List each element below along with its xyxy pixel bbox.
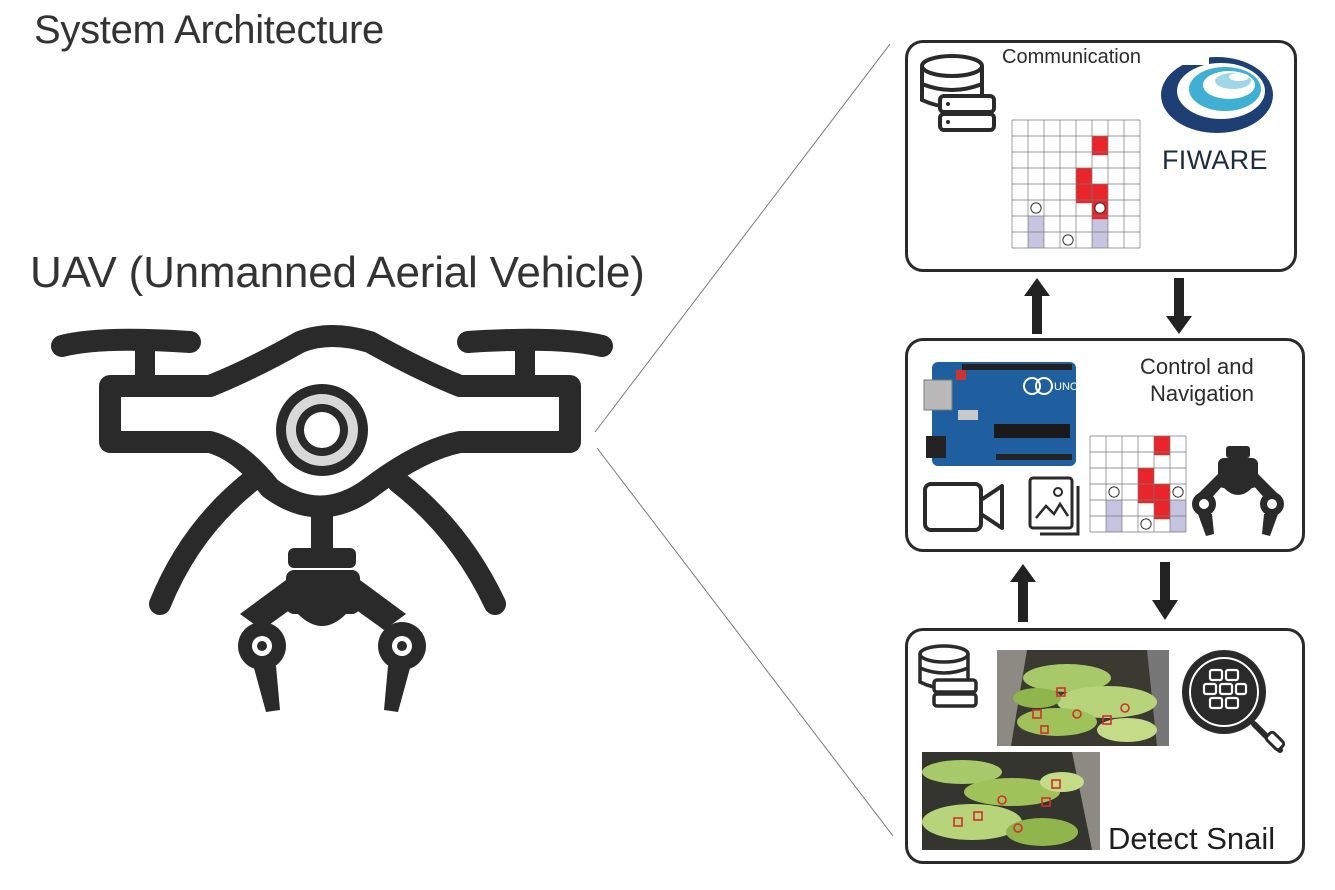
grid-map-communication <box>1011 119 1141 249</box>
database-icon <box>918 644 978 708</box>
grid-map-control <box>1089 435 1187 533</box>
snail-photo-top <box>997 650 1169 746</box>
drone-icon <box>51 325 613 712</box>
mini-drone-marker <box>1062 234 1074 246</box>
arduino-uno-text: UNO <box>1054 381 1079 393</box>
grid-cell-visited <box>1028 232 1044 248</box>
mini-drone-marker <box>1140 518 1152 530</box>
grid-cell-visited <box>1092 216 1108 232</box>
uav-label: UAV (Unmanned Aerial Vehicle) <box>30 248 645 297</box>
arrow-down-icon <box>1166 278 1192 334</box>
arrow-up-icon <box>1010 564 1036 622</box>
grid-cell-target <box>1138 468 1154 488</box>
grid-cell-target <box>1092 184 1108 204</box>
grid-cell-visited <box>1092 232 1108 248</box>
grid-cell-target <box>1076 184 1092 204</box>
fiware-label: FIWARE <box>1162 145 1268 175</box>
grid-cell-target <box>1154 436 1170 456</box>
grid-cell-visited <box>1106 516 1122 532</box>
snail-photo-bottom <box>922 752 1100 850</box>
grid-cell-target <box>1154 500 1170 520</box>
communication-label: Communication <box>1002 46 1141 68</box>
mini-drone-marker <box>1030 202 1042 214</box>
video-camera-icon <box>923 482 1004 532</box>
search-pattern-icon <box>1182 650 1286 753</box>
arrow-down-icon <box>1152 562 1178 620</box>
grid-cell-target <box>1138 484 1154 504</box>
control-label-line2: Navigation <box>1150 381 1254 406</box>
grid-cell-visited <box>1106 500 1122 516</box>
grid-cell-target <box>1076 168 1092 188</box>
grid-cell-visited <box>1170 500 1186 516</box>
gripper-icon <box>1192 446 1284 536</box>
mini-drone-marker <box>1094 202 1106 214</box>
arduino-board: UNO <box>923 362 1079 466</box>
grid-cell-visited <box>1170 516 1186 532</box>
page-title: System Architecture <box>34 8 384 52</box>
mini-drone-marker <box>1172 486 1184 498</box>
control-label-line1: Control and <box>1140 354 1254 379</box>
mini-drone-marker <box>1108 486 1120 498</box>
image-gallery-icon <box>1028 476 1080 536</box>
grid-cell-target <box>1092 136 1108 156</box>
database-icon <box>920 54 996 132</box>
arrow-up-icon <box>1024 278 1050 334</box>
grid-cell-visited <box>1028 216 1044 232</box>
fiware-logo <box>1155 55 1273 133</box>
grid-cell-target <box>1154 484 1170 504</box>
detect-snail-label: Detect Snail <box>1108 821 1276 856</box>
